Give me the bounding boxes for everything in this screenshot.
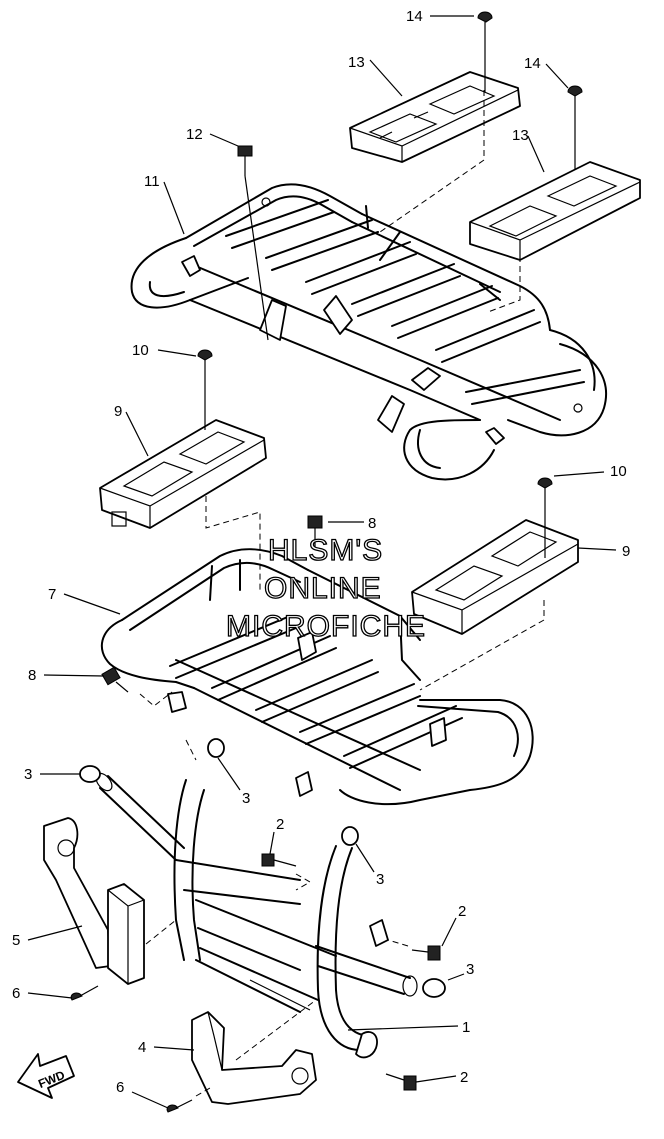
bracket-4 [191, 1011, 317, 1105]
callout-6: 6 [116, 1079, 124, 1096]
watermark-line-2: ONLINE [264, 572, 382, 605]
callout-3: 3 [24, 766, 32, 783]
callout-2: 2 [460, 1069, 468, 1086]
callout-4: 4 [138, 1039, 146, 1056]
watermark-line-3: MICROFICHE [226, 610, 426, 643]
callout-7: 7 [48, 586, 56, 603]
callout-3: 3 [242, 790, 250, 807]
bushing-parts [79, 738, 446, 998]
callout-12: 12 [186, 126, 203, 143]
callout-13: 13 [348, 54, 365, 71]
callout-10: 10 [610, 463, 627, 480]
callout-3: 3 [466, 961, 474, 978]
callout-6: 6 [12, 985, 20, 1002]
fwd-arrow-icon: FWD [17, 1053, 75, 1099]
watermark: HLSM'S ONLINE MICROFICHE [225, 533, 426, 643]
callout-8: 8 [28, 667, 36, 684]
rear-carrier-frame [130, 183, 607, 481]
callout-11: 11 [144, 173, 160, 190]
callout-labels: 14 13 14 12 13 11 10 9 10 8 9 7 8 3 3 2 … [12, 8, 630, 1096]
callout-5: 5 [12, 932, 20, 949]
fasteners [70, 11, 583, 1113]
callout-14: 14 [524, 55, 541, 72]
carrier-pad-9-left [99, 419, 267, 529]
callout-13: 13 [512, 127, 529, 144]
callout-3: 3 [376, 871, 384, 888]
callout-leaders [27, 15, 617, 1109]
callout-1: 1 [462, 1019, 470, 1036]
callout-2: 2 [458, 903, 466, 920]
alignment-lines [139, 90, 545, 1097]
callout-8: 8 [368, 515, 376, 532]
watermark-line-1: HLSM'S [268, 534, 383, 567]
carrier-pad-13-right [469, 161, 641, 261]
carrier-pad-13-left [349, 71, 521, 163]
callout-10: 10 [132, 342, 149, 359]
callout-9: 9 [114, 403, 122, 420]
subframe-1 [95, 772, 418, 1059]
bracket-5 [43, 817, 145, 985]
front-carrier-frame [101, 548, 534, 806]
carrier-pad-9-right [411, 519, 579, 635]
callout-2: 2 [276, 816, 284, 833]
callout-14: 14 [406, 8, 423, 25]
callout-9: 9 [622, 543, 630, 560]
